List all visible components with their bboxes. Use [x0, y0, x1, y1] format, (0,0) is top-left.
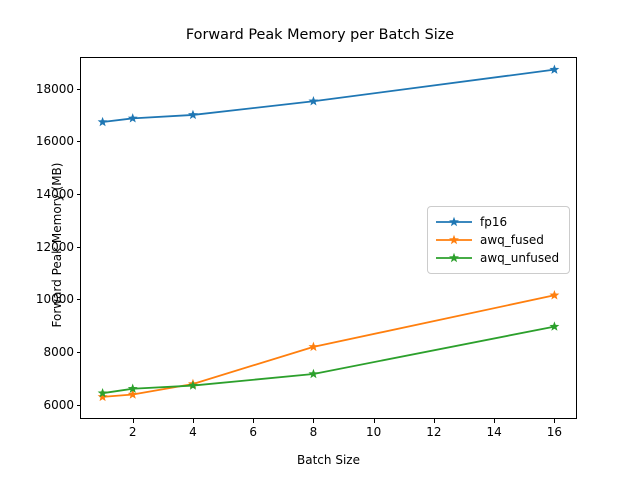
- data-point-marker: [127, 113, 138, 123]
- x-tick-label: 6: [249, 425, 257, 439]
- series-canvas: [97, 64, 560, 402]
- data-point-marker: [549, 321, 560, 331]
- data-point-marker: [308, 341, 319, 352]
- y-tick-mark: [76, 351, 80, 353]
- legend-item-fp16[interactable]: fp16: [435, 213, 562, 231]
- legend-label: fp16: [480, 215, 508, 229]
- series-line: [101, 294, 556, 398]
- data-point-marker: [127, 389, 138, 399]
- x-tick-mark: [433, 419, 435, 423]
- x-tick-mark: [554, 419, 556, 423]
- y-tick-mark: [76, 299, 80, 301]
- data-point-marker: [549, 64, 560, 74]
- y-tick-mark: [76, 141, 80, 143]
- y-tick-mark: [76, 404, 80, 406]
- data-point-marker: [308, 96, 319, 106]
- y-tick-label: 8000: [43, 344, 74, 359]
- x-axis-label: Batch Size: [297, 453, 360, 467]
- x-tick-label: 14: [486, 425, 502, 439]
- series-fp16: [97, 64, 560, 127]
- data-point-marker: [549, 290, 560, 300]
- plot-area: [80, 57, 577, 419]
- data-point-marker: [188, 109, 198, 120]
- data-point-marker: [97, 116, 108, 127]
- x-tick-mark: [132, 419, 134, 423]
- x-tick-label: 12: [426, 425, 442, 439]
- y-tick-mark: [76, 246, 80, 248]
- y-tick-label: 14000: [35, 186, 74, 201]
- x-tick-mark: [192, 419, 194, 423]
- x-tick-label: 10: [366, 425, 382, 439]
- axes-frame: [80, 57, 577, 419]
- y-tick-label: 16000: [35, 134, 74, 149]
- data-point-marker: [97, 388, 108, 398]
- y-tick-label: 18000: [35, 81, 74, 96]
- y-tick-mark: [76, 88, 80, 90]
- series-awq_fused: [97, 290, 560, 402]
- x-tick-mark: [313, 419, 315, 423]
- y-tick-label: 10000: [35, 292, 74, 307]
- data-point-marker: [97, 391, 108, 402]
- legend-label: awq_unfused: [480, 251, 560, 265]
- x-tick-label: 16: [546, 425, 563, 439]
- y-tick-mark: [76, 193, 80, 195]
- legend-line-swatch: [435, 215, 473, 229]
- legend-line-swatch: [435, 251, 473, 265]
- x-tick-mark: [373, 419, 375, 423]
- data-point-marker: [127, 383, 138, 393]
- y-axis-ticks: 6000 8000 10000 12000 14000 16000 18000: [0, 0, 74, 480]
- series-line: [101, 68, 556, 123]
- chart-title: Forward Peak Memory per Batch Size: [185, 27, 455, 43]
- series-line: [101, 325, 556, 395]
- y-tick-label: 12000: [35, 239, 74, 254]
- data-point-marker: [188, 380, 198, 390]
- legend: fp16 awq_fused awq_unfused: [427, 206, 570, 274]
- legend-label: awq_fused: [480, 233, 544, 247]
- x-tick-label: 8: [309, 425, 318, 439]
- x-tick-mark: [494, 419, 496, 423]
- series-awq_unfused: [97, 321, 560, 398]
- y-tick-label: 6000: [43, 397, 74, 412]
- x-tick-mark: [253, 419, 255, 423]
- legend-item-awq_fused[interactable]: awq_fused: [435, 231, 562, 249]
- legend-line-swatch: [435, 233, 473, 247]
- x-tick-label: 4: [189, 425, 197, 439]
- data-point-marker: [308, 368, 319, 379]
- legend-item-awq_unfused[interactable]: awq_unfused: [435, 249, 562, 267]
- x-tick-label: 2: [128, 425, 137, 439]
